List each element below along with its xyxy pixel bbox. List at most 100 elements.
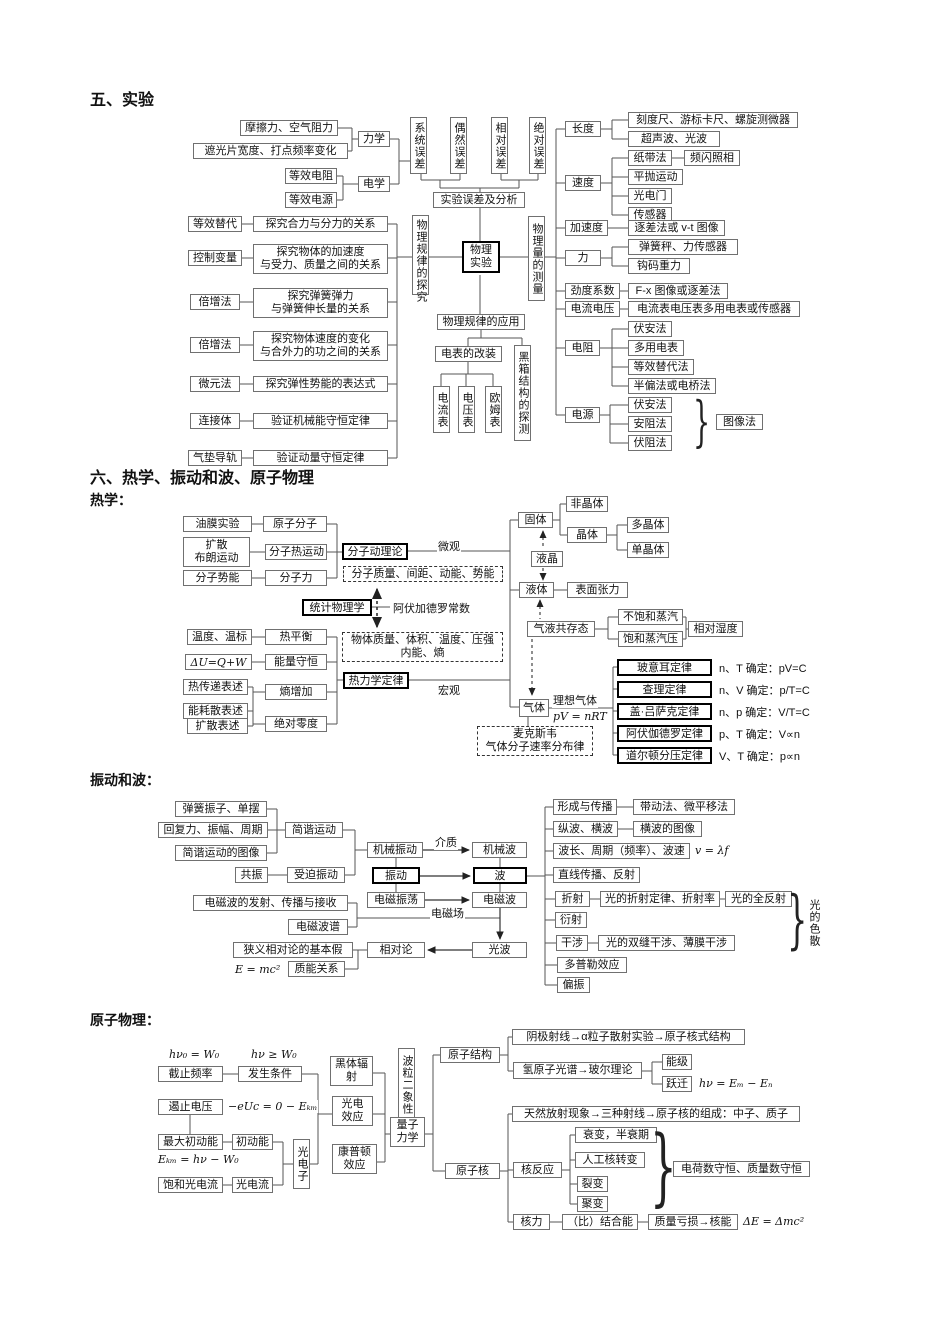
box-meter-modification: 电表的改装: [435, 346, 502, 362]
box-projectile: 平抛运动: [628, 169, 683, 185]
label-em-field: 电磁场: [430, 905, 465, 921]
formula-v-lambda-f: v = λf: [694, 844, 730, 857]
box-ohmmeter: 欧姆表: [485, 386, 502, 433]
box-temperature-scale: 温度、温标: [187, 629, 252, 645]
box-spring-scale: 弹簧秤、力传感器: [628, 239, 738, 255]
box-acceleration: 加速度: [565, 220, 608, 236]
box-equiv-source: 等效电源: [285, 192, 337, 208]
box-restoring-force: 回复力、振幅、周期: [158, 822, 268, 838]
box-atom-structure: 原子结构: [440, 1047, 500, 1063]
box-method-multiply-2: 倍增法: [190, 337, 240, 353]
box-em-emission: 电磁波的发射、传播与接收: [193, 895, 348, 911]
box-hydrogen-spectrum: 氢原子光谱→玻尔理论: [513, 1062, 642, 1079]
heading-experiments: 五、实验: [90, 92, 155, 109]
box-refraction: 折射: [555, 891, 590, 907]
box-exp-force-composition: 探究合力与分力的关系: [253, 216, 388, 232]
box-heat-transfer-statement: 热传递表述: [183, 679, 248, 695]
box-atoms-molecules: 原子分子: [263, 516, 327, 532]
box-ampere-resistor: 安阻法: [628, 416, 672, 432]
box-absolute-zero: 绝对零度: [265, 716, 327, 732]
formula-kinetic: Eₖₘ = hν − W₀: [157, 1153, 240, 1166]
box-charles-law: 查理定律: [617, 681, 712, 698]
formula-pv-nrt: pV = nRT: [552, 710, 608, 723]
box-surface-tension: 表面张力: [567, 582, 628, 598]
box-binding-energy: （比）结合能: [562, 1214, 638, 1230]
formula-delta-e: ΔE = Δmc²: [742, 1215, 806, 1228]
heading-thermo: 热学：: [90, 492, 132, 508]
formula-transition: hν = Eₘ − Eₙ: [698, 1077, 774, 1090]
box-method-air-track: 气垫导轨: [188, 450, 242, 466]
box-thermo-laws: 热力学定律: [343, 672, 409, 689]
brace-conservation: }: [650, 1117, 677, 1215]
box-forced-vibration: 受迫振动: [287, 867, 345, 883]
box-fx-graph: F-x 图像或逐差法: [628, 283, 728, 299]
box-charge-mass-conservation: 电荷数守恒、质量数守恒: [673, 1161, 810, 1177]
box-gay-lussac-law: 盖·吕萨克定律: [617, 703, 712, 720]
box-method-multiply-1: 倍增法: [190, 294, 240, 310]
box-resistance: 电阻: [565, 340, 600, 356]
box-multimeter: 多用电表: [628, 340, 684, 356]
label-dispersion: 光的色散: [808, 899, 820, 947]
box-absolute-error: 绝对误差: [529, 117, 546, 174]
box-law-apply: 物理规律的应用: [437, 314, 525, 330]
formula-boyle: n、T 确定：pV=C: [718, 660, 808, 676]
box-friction-air: 摩擦力、空气阻力: [240, 120, 338, 136]
box-wave-formation: 形成与传播: [553, 799, 617, 815]
box-em-oscillation: 电磁振荡: [367, 892, 425, 908]
box-coexistence: 气液共存态: [527, 621, 595, 637]
box-artificial-transmutation: 人工核转变: [575, 1152, 645, 1168]
box-exp-mech-energy: 验证机械能守恒定律: [253, 413, 388, 429]
box-method-connected: 连接体: [190, 413, 240, 429]
box-strobe-photo: 频闪照相: [684, 150, 740, 166]
box-physics-experiment: 物理 实验: [462, 241, 500, 273]
box-occur-condition: 发生条件: [238, 1066, 302, 1082]
box-boyle-law: 玻意耳定律: [617, 659, 712, 676]
box-diffraction: 衍射: [555, 912, 587, 928]
box-diffusion-statement: 扩散表述: [187, 718, 248, 734]
box-fission: 裂变: [577, 1176, 608, 1192]
box-amorphous: 非晶体: [566, 496, 608, 512]
box-exp-elastic-pe: 探究弹性势能的表达式: [253, 376, 388, 392]
box-photocurrent: 光电流: [232, 1177, 273, 1193]
box-refraction-law: 光的折射定律、折射率: [600, 891, 720, 907]
box-relativity: 相对论: [367, 942, 425, 958]
box-blackbox-probe: 黑箱结构的探测: [514, 345, 531, 441]
box-exp-acceleration: 探究物体的加速度 与受力、质量之间的关系: [253, 244, 388, 274]
box-maxwell-distribution: 麦克斯韦 气体分子速率分布律: [477, 726, 593, 756]
box-drive-method: 带动法、微平移法: [633, 799, 735, 815]
box-volt-resistor: 伏阻法: [628, 435, 672, 451]
box-nucleus: 原子核: [445, 1163, 500, 1179]
box-kinetic-theory: 分子动理论: [342, 543, 408, 560]
heading-waves: 振动和波：: [90, 772, 160, 788]
box-resonance: 共振: [235, 867, 268, 883]
box-volt-ampere-2: 伏安法: [628, 397, 672, 413]
box-relativity-postulate: 狭义相对论的基本假: [233, 942, 353, 958]
box-equiv-resistance: 等效电阻: [285, 168, 337, 184]
box-electricity: 电学: [358, 176, 390, 192]
box-saturation-current: 饱和光电流: [158, 1177, 223, 1193]
box-total-reflection: 光的全反射: [725, 891, 792, 907]
label-medium: 介质: [434, 834, 458, 850]
box-shm-graph: 简谐运动的图像: [175, 845, 267, 861]
box-blackbody: 黑体辐 射: [330, 1056, 373, 1086]
formula-charles: n、V 确定：p/T=C: [718, 682, 811, 698]
box-quantity-measure: 物理量的测量: [528, 216, 545, 301]
box-liquid: 液体: [519, 582, 554, 598]
box-double-slit: 光的双缝干涉、薄膜干涉: [598, 935, 735, 951]
box-relative-humidity: 相对湿度: [688, 621, 743, 637]
box-speed: 速度: [565, 175, 601, 191]
box-thermal-motion: 分子热运动: [265, 544, 327, 560]
box-ultrasound-light: 超声波、光波: [628, 131, 720, 147]
label-microscopic: 微观: [437, 538, 461, 554]
formula-gay-lussac: n、p 确定：V/T=C: [718, 704, 811, 720]
box-random-error: 偶然误差: [450, 117, 467, 174]
box-law-explore: 物理规律的探究: [412, 215, 429, 303]
box-avogadro-law: 阿伏伽德罗定律: [617, 725, 712, 742]
box-volt-ampere-1: 伏安法: [628, 321, 672, 337]
box-doppler: 多普勒效应: [557, 957, 627, 973]
box-monocrystal: 单晶体: [627, 542, 669, 558]
box-mass-energy: 质能关系: [288, 961, 345, 977]
formula-stopping: −eUc = 0 − Eₖₘ: [227, 1100, 319, 1113]
box-exp-spring-force: 探究弹簧弹力 与弹簧伸长量的关系: [253, 288, 388, 318]
box-mechanics: 力学: [358, 131, 390, 147]
